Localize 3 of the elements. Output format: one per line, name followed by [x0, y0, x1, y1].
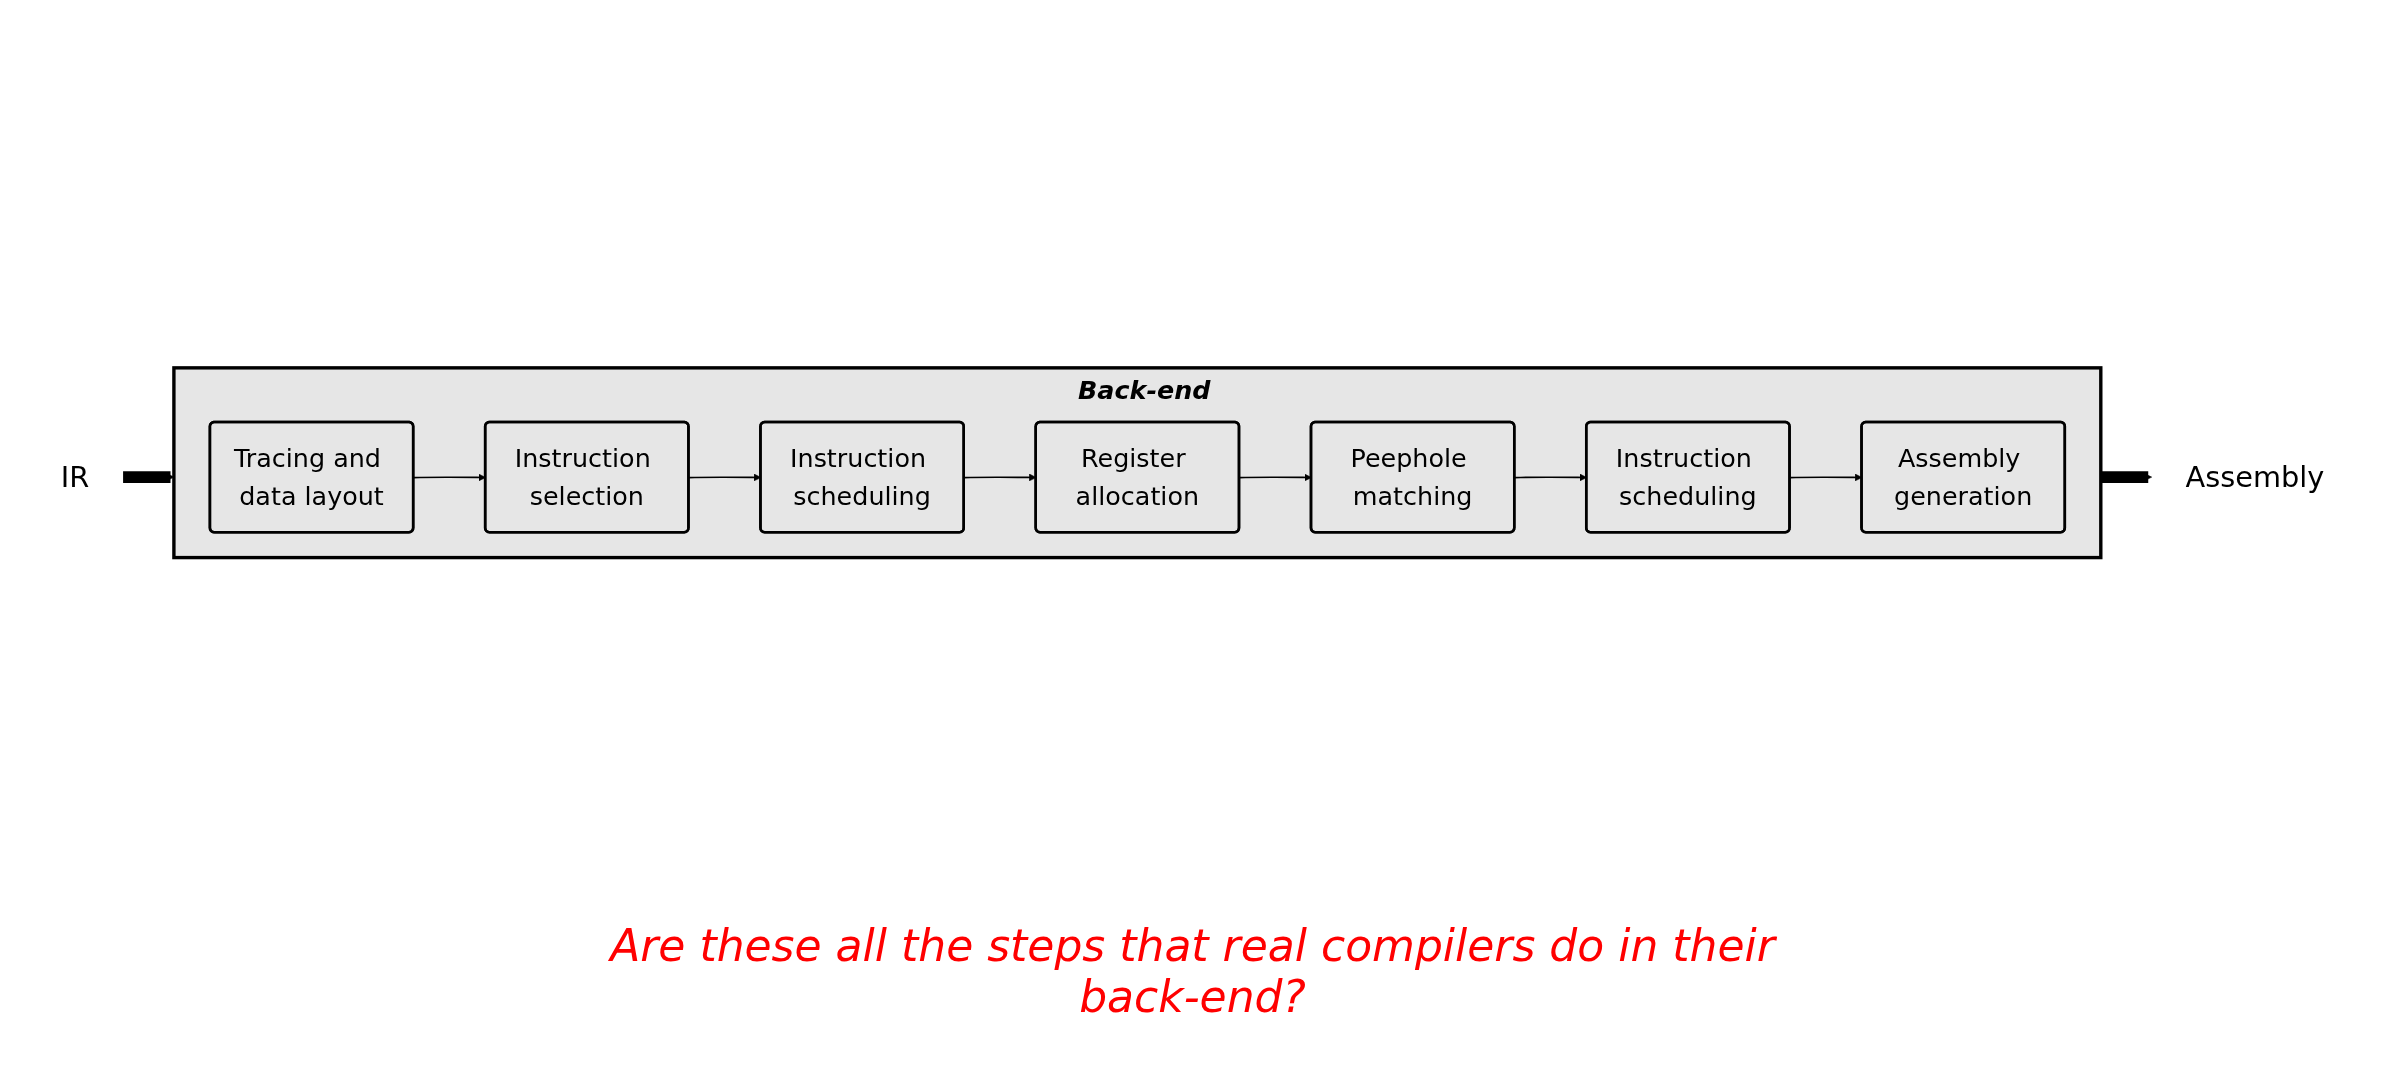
node-text: Assembly	[2185, 459, 2325, 494]
question-note: Are these all the steps that real compilers do in their back-end?	[607, 920, 1778, 1022]
node-text: IR	[60, 459, 90, 494]
